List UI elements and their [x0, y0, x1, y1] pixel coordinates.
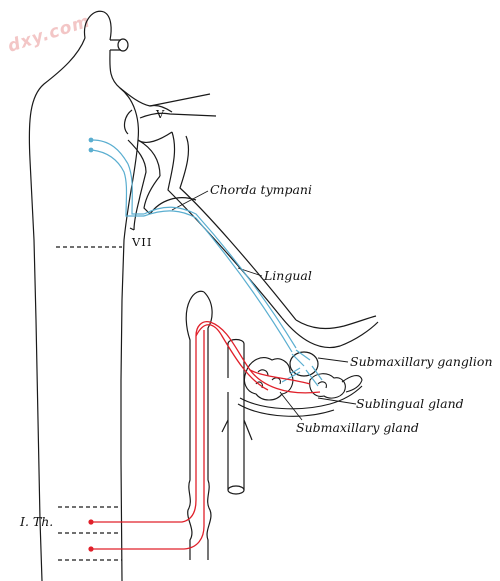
watermark: dxy.com: [5, 11, 93, 56]
label-submaxillary-gland: Submaxillary gland: [296, 420, 419, 435]
trigeminal-nerve: [119, 87, 217, 144]
leader-lines: [171, 190, 357, 421]
label-lingual: Lingual: [263, 268, 312, 283]
submaxillary-ganglion: [289, 351, 319, 377]
sublingual-gland: [237, 373, 363, 417]
red-nerve-fibers: [92, 320, 321, 550]
label-submaxillary-ganglion: Submaxillary ganglion: [350, 354, 493, 369]
label-chorda-tympani: Chorda tympani: [210, 182, 312, 197]
carotid-vessel: [221, 338, 253, 495]
chorda-tympani-lingual: [149, 131, 379, 349]
blue-nerve-fibers: [91, 139, 323, 387]
label-sublingual-gland: Sublingual gland: [356, 396, 464, 411]
label-cranial-vii: VII: [131, 235, 152, 249]
red-nucleus-dot-upper: [88, 519, 94, 525]
red-nucleus-dot-lower: [88, 546, 94, 552]
blue-nucleus-dot-upper: [88, 137, 94, 143]
label-first-thoracic: I. Th.: [19, 514, 53, 529]
sympathetic-trunk: [185, 290, 213, 560]
spinal-cord: [28, 10, 140, 581]
label-cranial-v: V: [155, 107, 165, 121]
facial-nerve: [127, 139, 161, 231]
blue-nucleus-dot-lower: [88, 147, 94, 153]
